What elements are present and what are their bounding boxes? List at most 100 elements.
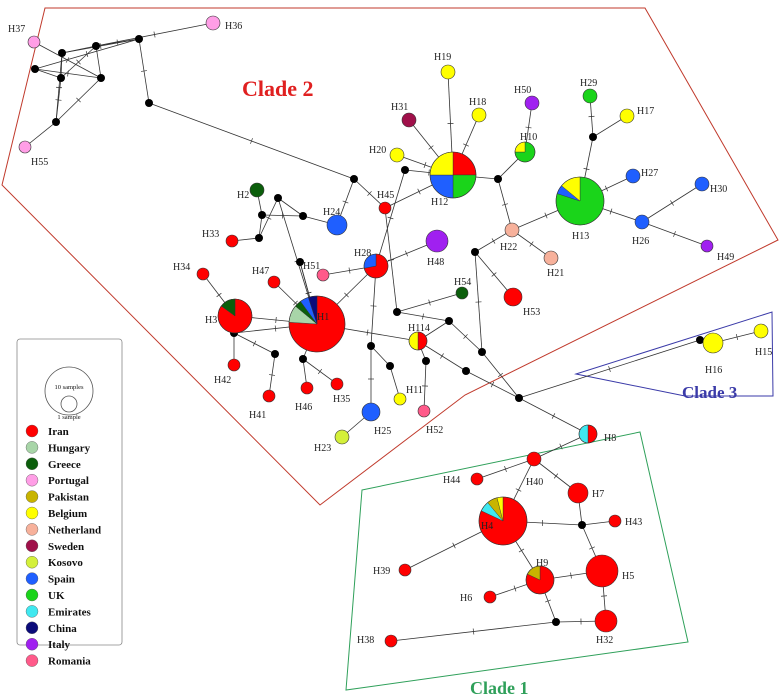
- pie-slice-greece: [249, 182, 265, 198]
- haplotype-h29[interactable]: H29: [580, 78, 598, 104]
- mutation-tick: [422, 313, 424, 320]
- haplotype-label: H45: [377, 190, 394, 201]
- haplotype-h43[interactable]: H43: [608, 514, 642, 528]
- haplotype-h24[interactable]: H24: [323, 207, 348, 236]
- mutation-tick: [544, 212, 548, 219]
- haplotype-h52[interactable]: H52: [417, 404, 443, 436]
- haplotype-h1[interactable]: H1: [288, 295, 346, 353]
- pie-slice-iran: [267, 275, 281, 289]
- mutation-tick: [463, 334, 468, 339]
- haplotype-h35[interactable]: H35: [330, 377, 350, 405]
- haplotype-h45[interactable]: H45: [377, 190, 394, 215]
- clade-regions: [1, 7, 779, 691]
- haplotype-h22[interactable]: H22: [500, 222, 520, 253]
- haplotype-h46[interactable]: H46: [295, 381, 314, 413]
- haplotype-label: H2: [237, 190, 249, 201]
- legend-label-china: China: [48, 623, 77, 635]
- mutation-tick: [589, 546, 595, 550]
- haplotype-h32[interactable]: H32: [594, 609, 618, 646]
- legend-label-portugal: Portugal: [48, 475, 89, 487]
- haplotype-h47[interactable]: H47: [252, 266, 281, 289]
- haplotype-label: H24: [323, 207, 340, 218]
- legend-swatch-hungary: [25, 441, 39, 454]
- pie-slice-iran: [225, 234, 239, 248]
- haplotype-h38[interactable]: H38: [357, 634, 398, 648]
- haplotype-h31[interactable]: H31: [391, 102, 417, 128]
- haplotype-h39[interactable]: H39: [373, 563, 412, 577]
- haplotype-h19[interactable]: H19: [434, 52, 456, 80]
- haplotype-h36[interactable]: H36: [205, 15, 242, 32]
- haplotype-h26[interactable]: H26: [632, 214, 650, 247]
- haplotype-h18[interactable]: H18: [469, 97, 487, 123]
- haplotype-h40[interactable]: H40: [526, 451, 543, 488]
- haplotype-h23[interactable]: H23: [314, 429, 350, 454]
- haplotype-h12[interactable]: H12: [429, 151, 477, 208]
- haplotype-h15[interactable]: H15: [753, 323, 772, 358]
- pie-slice-italy: [700, 239, 714, 253]
- pie-slice-uk: [582, 88, 598, 104]
- haplotype-h21[interactable]: H21: [543, 250, 564, 279]
- size-key-small-label: 1 sample: [57, 414, 80, 421]
- haplotype-h51[interactable]: H51: [303, 261, 330, 282]
- legend-label-pakistan: Pakistan: [48, 492, 89, 504]
- haplotype-label: H44: [443, 475, 460, 486]
- haplotype-h6[interactable]: H6: [460, 590, 497, 604]
- mutation-tick: [553, 473, 559, 479]
- haplotype-h3[interactable]: H3: [205, 298, 253, 334]
- haplotype-h28[interactable]: H28: [354, 248, 389, 279]
- clade-1-boundary: [345, 431, 689, 691]
- mutation-tick: [366, 329, 369, 336]
- mutation-tick: [293, 300, 298, 306]
- haplotype-h41[interactable]: H41: [249, 389, 276, 421]
- mutation-tick: [608, 366, 611, 372]
- haplotype-label: H52: [426, 425, 443, 436]
- pie-slice-romania: [316, 268, 330, 282]
- haplotype-h14[interactable]: H114: [408, 323, 430, 351]
- haplotype-label: H25: [374, 426, 391, 437]
- median-vector: [494, 175, 502, 183]
- haplotype-h7[interactable]: H7: [567, 482, 604, 504]
- median-vector: [274, 194, 282, 202]
- pie-slice-italy: [425, 229, 449, 253]
- haplotype-label: H32: [596, 635, 613, 646]
- haplotype-h49[interactable]: H49: [700, 239, 734, 263]
- haplotype-label: H53: [523, 307, 540, 318]
- mutation-tick: [604, 185, 609, 192]
- haplotype-h2[interactable]: H2: [237, 182, 265, 201]
- haplotype-label: H10: [520, 132, 537, 143]
- haplotype-h9[interactable]: H9: [525, 558, 555, 595]
- haplotype-h5[interactable]: H5: [585, 554, 634, 588]
- haplotype-h54[interactable]: H54: [454, 277, 471, 300]
- legend: 10 samples 1 sample IranHungaryGreecePor…: [16, 338, 123, 668]
- haplotype-h13[interactable]: H13: [555, 176, 605, 242]
- median-vectors: [31, 35, 704, 626]
- haplotype-label: H6: [460, 593, 472, 604]
- haplotype-h53[interactable]: H53: [503, 287, 540, 318]
- median-vector: [52, 118, 60, 126]
- legend-label-iran: Iran: [48, 426, 69, 438]
- haplotype-h48[interactable]: H48: [425, 229, 449, 268]
- haplotype-h16[interactable]: H16: [702, 332, 724, 376]
- haplotype-h17[interactable]: H17: [619, 106, 654, 124]
- haplotype-h10[interactable]: H10: [514, 132, 537, 163]
- haplotype-h37[interactable]: H37: [8, 24, 41, 49]
- haplotype-h25[interactable]: H25: [361, 402, 391, 437]
- haplotype-h8[interactable]: H8: [578, 424, 616, 444]
- haplotype-h34[interactable]: H34: [173, 262, 210, 281]
- haplotype-h27[interactable]: H27: [625, 168, 658, 184]
- haplotype-h11[interactable]: H11: [393, 385, 423, 406]
- haplotype-h44[interactable]: H44: [443, 472, 484, 486]
- haplotype-h20[interactable]: H20: [369, 145, 405, 163]
- mutation-tick: [452, 542, 456, 549]
- haplotype-h42[interactable]: H42: [214, 358, 241, 386]
- haplotype-label: H17: [637, 106, 654, 117]
- haplotype-h55[interactable]: H55: [18, 140, 48, 168]
- pie-slice-uk: [452, 174, 477, 199]
- haplotype-h30[interactable]: H30: [694, 176, 727, 195]
- haplotype-h33[interactable]: H33: [202, 229, 239, 248]
- haplotype-h4[interactable]: H4: [478, 496, 528, 546]
- mutation-tick: [502, 203, 508, 206]
- pie-slice-spain: [694, 176, 710, 192]
- haplotype-h50[interactable]: H50: [514, 85, 540, 111]
